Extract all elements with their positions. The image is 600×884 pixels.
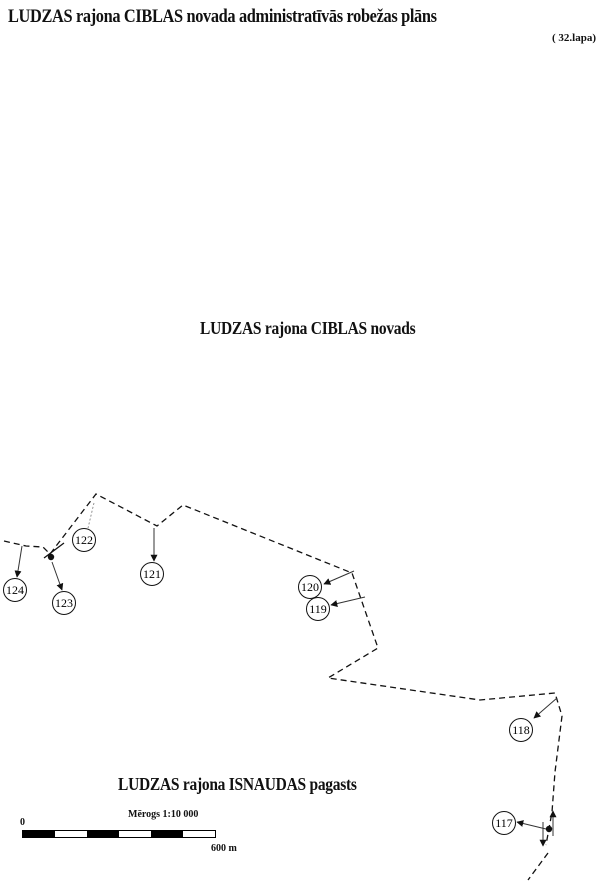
point-118: 118 (509, 718, 533, 742)
scale-end-label: 600 m (211, 843, 237, 854)
svg-text:122: 122 (75, 533, 93, 547)
boundary-line (3, 493, 563, 846)
boundary-tick-west (43, 542, 65, 559)
pointer-119 (330, 596, 366, 607)
svg-text:118: 118 (512, 723, 530, 737)
pointer-118 (533, 697, 558, 719)
point-119: 119 (306, 597, 330, 621)
svg-text:121: 121 (143, 567, 161, 581)
boundary-mark-east (545, 825, 553, 833)
scale-bar (22, 830, 216, 838)
pointer-124 (14, 545, 23, 578)
point-122: 122 (72, 528, 96, 552)
pointer-122 (87, 502, 95, 529)
scale-title: Mērogs 1:10 000 (128, 809, 199, 820)
scale-start-label: 0 (20, 817, 25, 828)
area-label-isnaudas: LUDZAS rajona ISNAUDAS pagasts (118, 774, 357, 794)
boundary-mark-west (47, 553, 55, 561)
point-120: 120 (298, 575, 322, 599)
map-title: LUDZAS rajona CIBLAS novada administratī… (8, 6, 437, 27)
pointer-117 (516, 820, 547, 830)
svg-text:124: 124 (6, 583, 24, 597)
svg-text:119: 119 (309, 602, 327, 616)
point-117: 117 (492, 811, 516, 835)
pointer-120 (323, 570, 355, 585)
sheet-number: ( 32.lapa) (552, 32, 596, 44)
pointer-123 (51, 561, 64, 591)
area-label-ciblas: LUDZAS rajona CIBLAS novads (200, 318, 416, 338)
point-123: 123 (52, 591, 76, 615)
svg-text:120: 120 (301, 580, 319, 594)
point-121: 121 (140, 562, 164, 586)
svg-text:117: 117 (495, 816, 513, 830)
point-124: 124 (3, 578, 27, 602)
boundary-line-south-tail (527, 852, 549, 881)
svg-text:123: 123 (55, 596, 73, 610)
